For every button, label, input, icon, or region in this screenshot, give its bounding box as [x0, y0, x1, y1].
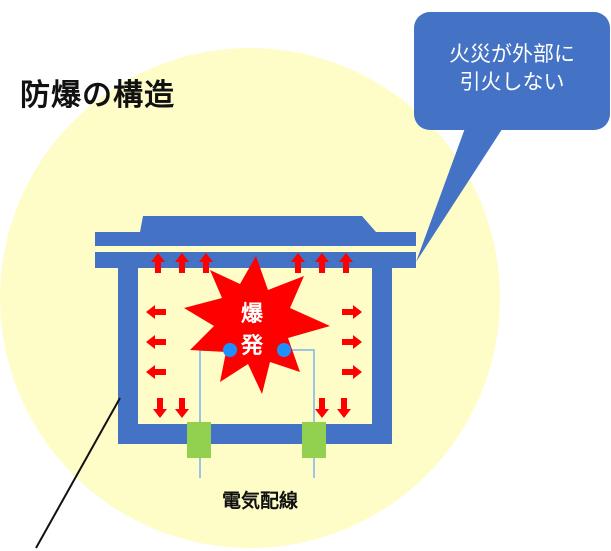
pointer-line [35, 397, 121, 549]
arrow-up [151, 253, 165, 273]
arrow-down [175, 398, 189, 418]
pressure-arrows [146, 253, 362, 418]
arrow-left [146, 305, 166, 319]
callout-text: 火災が外部に 引火しない [416, 40, 608, 96]
explosion-label: 爆 発 [229, 299, 275, 363]
callout-line-2: 引火しない [459, 70, 565, 94]
enclosure-body [95, 252, 416, 444]
wiring-label: 電気配線 [221, 490, 298, 512]
arrow-left [146, 335, 166, 349]
arrow-down [315, 398, 329, 418]
arrow-right [342, 365, 362, 379]
page-title: 防爆の構造 [20, 78, 175, 113]
spark-point-right [277, 343, 291, 357]
arrow-right [342, 305, 362, 319]
spark-point-left [223, 343, 237, 357]
arrow-down [337, 398, 351, 418]
arrow-left [146, 365, 166, 379]
arrow-up [175, 253, 189, 273]
arrow-up [339, 253, 353, 273]
terminal-right [302, 422, 326, 458]
enclosure-lid [95, 216, 416, 246]
arrow-down [153, 398, 167, 418]
terminal-left [187, 422, 211, 458]
arrow-up [199, 253, 213, 273]
callout-bubble [414, 12, 610, 262]
arrow-right [342, 335, 362, 349]
callout-line-1: 火災が外部に [449, 42, 575, 66]
arrow-up [291, 253, 305, 273]
explosion-label-line-2: 発 [240, 334, 263, 359]
arrow-up [315, 253, 329, 273]
explosion-burst [184, 256, 330, 394]
explosion-label-line-1: 爆 [240, 302, 263, 327]
